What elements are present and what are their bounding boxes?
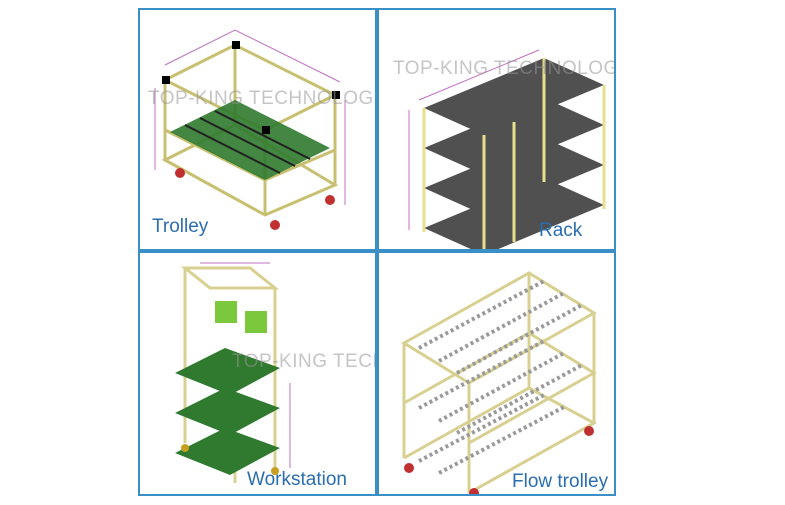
watermark: TOP-KING TECHNOLOGY — [393, 58, 614, 79]
watermark: TOP-KING TECHNOLOGY — [148, 88, 375, 109]
trolley-panel: TOP-KING TECHNOLOGY Trolley — [140, 10, 375, 249]
rack-label: Rack — [539, 220, 583, 241]
flow-trolley-label: Flow trolley — [512, 471, 609, 492]
watermark: TOP-KING TECHNOLOGY — [232, 351, 375, 372]
workstation-label: Workstation — [247, 469, 347, 490]
workstation-illustration — [175, 262, 291, 483]
rack-panel: TOP-KING TECHNOLOGY Rack — [379, 10, 614, 249]
trolley-label: Trolley — [152, 216, 209, 237]
trolley-illustration — [154, 29, 346, 230]
product-grid: TOP-KING TECHNOLOGY Trolley TOP — [138, 8, 616, 496]
flow-trolley-panel: Flow trolley — [379, 253, 614, 494]
rack-illustration — [408, 49, 606, 249]
workstation-panel: TOP-KING TECHNOLOGY Workstation — [140, 253, 375, 494]
flow-trolley-illustration — [401, 271, 598, 494]
